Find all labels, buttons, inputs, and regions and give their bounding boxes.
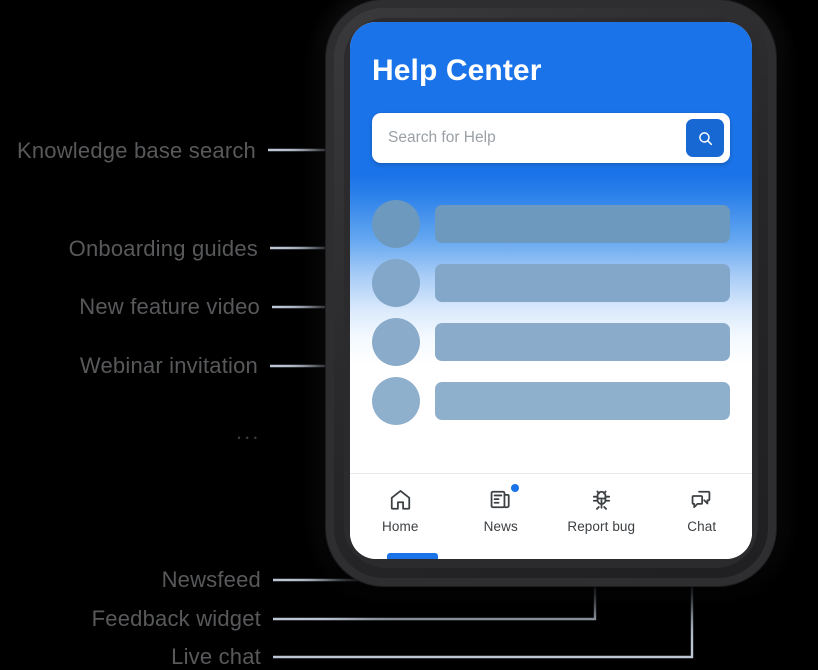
bottom-navigation-bar: Home News xyxy=(350,473,752,559)
phone-screen: Help Center xyxy=(350,22,752,559)
home-icon xyxy=(387,486,413,512)
page-title: Help Center xyxy=(372,54,542,87)
nav-label-report-bug: Report bug xyxy=(567,519,636,534)
nav-item-chat[interactable]: Chat xyxy=(652,486,753,534)
annotation-feedback-widget: Feedback widget xyxy=(91,606,261,631)
list-item xyxy=(372,199,730,248)
skeleton-avatar xyxy=(372,376,420,425)
annotation-webinar-invitation: Webinar invitation xyxy=(79,353,258,378)
home-active-indicator xyxy=(387,553,438,559)
annotation-live-chat: Live chat xyxy=(171,644,261,669)
bug-icon xyxy=(588,486,614,512)
search-bar[interactable] xyxy=(372,113,730,163)
list-item xyxy=(372,317,730,366)
skeleton-bar xyxy=(435,322,730,361)
skeleton-avatar xyxy=(372,258,420,307)
newspaper-icon xyxy=(488,484,519,512)
chat-icon xyxy=(689,486,715,512)
annotation-new-feature-video: New feature video xyxy=(79,294,260,319)
annotation-knowledge-base-search: Knowledge base search xyxy=(16,138,256,163)
search-button[interactable] xyxy=(686,119,724,157)
nav-label-news: News xyxy=(483,519,518,534)
nav-item-news[interactable]: News xyxy=(451,484,552,534)
nav-item-report-bug[interactable]: Report bug xyxy=(551,486,652,534)
search-input[interactable] xyxy=(384,129,686,147)
annotation-newsfeed: Newsfeed xyxy=(161,567,261,592)
news-badge-dot xyxy=(510,484,519,492)
nav-item-home[interactable]: Home xyxy=(350,486,451,534)
skeleton-bar xyxy=(435,263,730,302)
app-header: Help Center xyxy=(350,22,752,86)
skeleton-bar xyxy=(435,204,730,243)
skeleton-avatar xyxy=(372,199,420,248)
search-icon xyxy=(698,131,712,145)
nav-label-chat: Chat xyxy=(687,519,717,534)
nav-label-home: Home xyxy=(382,519,419,534)
annotation-onboarding-guides: Onboarding guides xyxy=(68,236,258,261)
skeleton-bar xyxy=(435,381,730,420)
list-item xyxy=(372,376,730,425)
content-skeleton-list xyxy=(350,199,752,425)
app-content: Help Center xyxy=(350,22,752,473)
skeleton-avatar xyxy=(372,317,420,366)
list-item xyxy=(372,258,730,307)
annotation-ellipsis: ... xyxy=(236,419,261,444)
